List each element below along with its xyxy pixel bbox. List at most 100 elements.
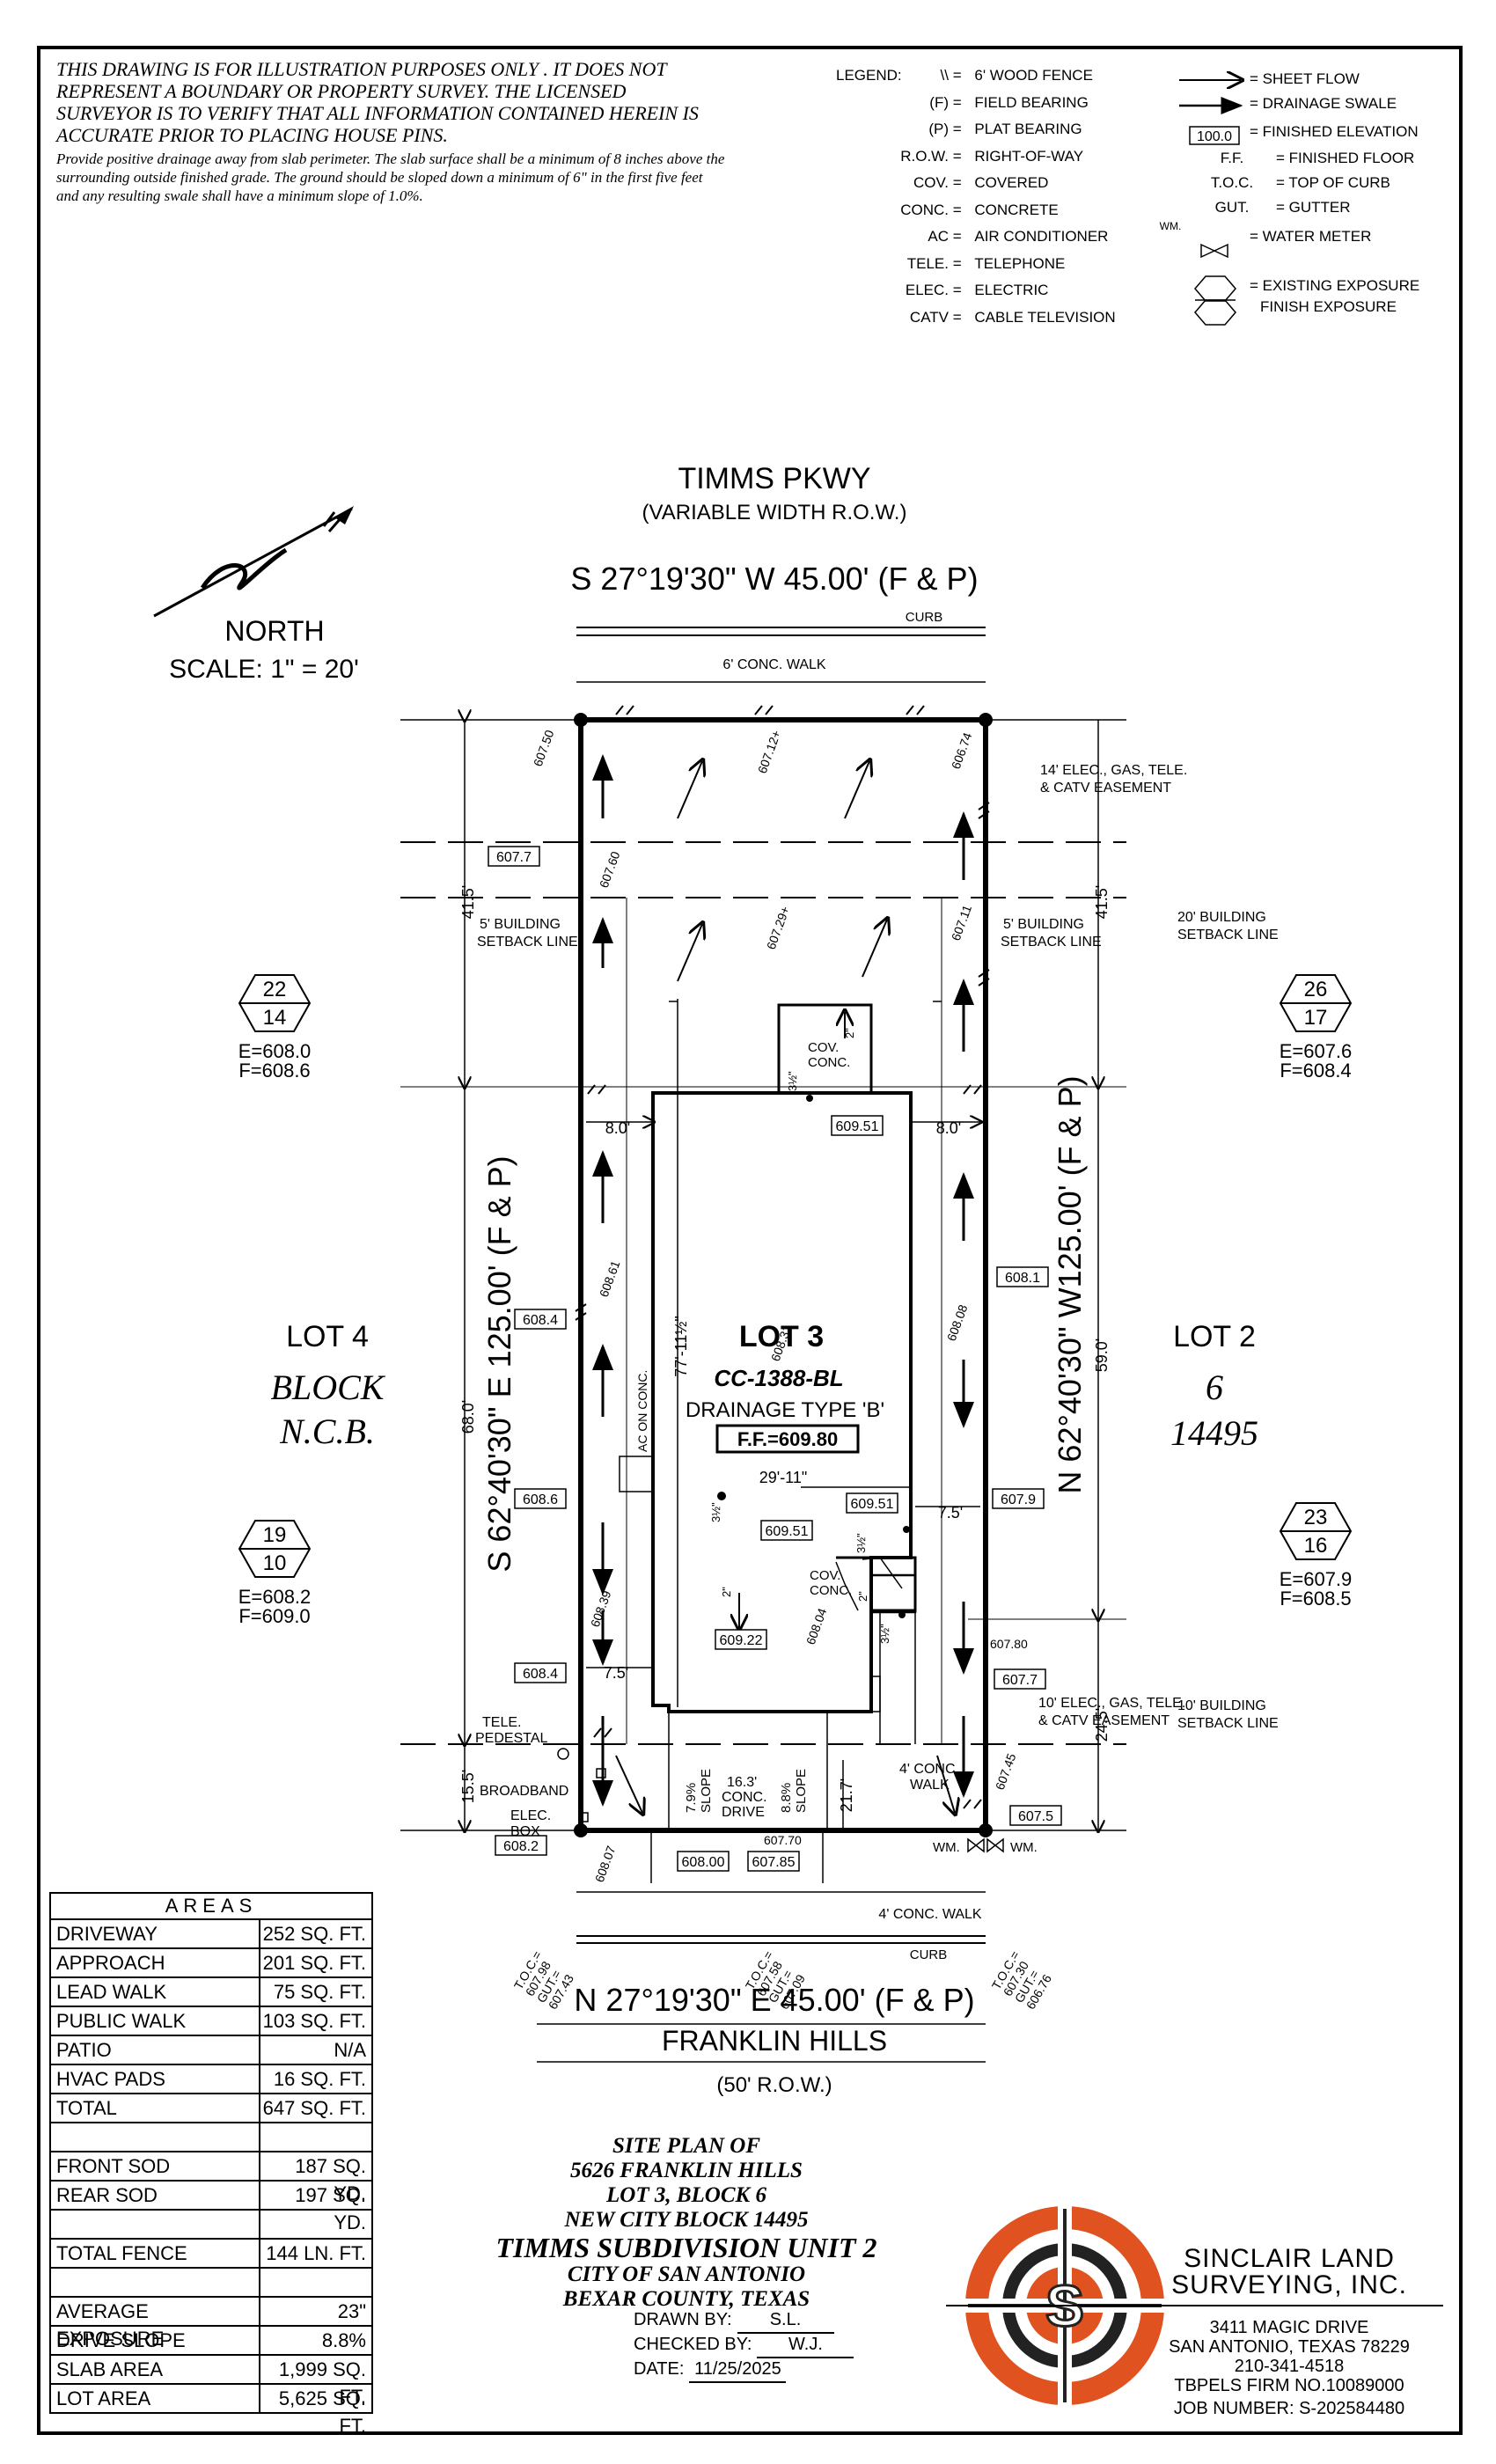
legend-row: R.O.W. = RIGHT-OF-WAY xyxy=(836,148,1083,165)
title-line-7: BEXAR COUNTY, TEXAS xyxy=(562,2287,810,2311)
legend-title: LEGEND: xyxy=(836,67,902,84)
block-right-1: 6 xyxy=(1206,1368,1223,1407)
company-address-1: 3411 MAGIC DRIVE xyxy=(1209,2318,1369,2337)
legend-key: \\ xyxy=(940,67,949,84)
dim-7-left: 7.5' xyxy=(604,1664,628,1682)
title-line-2: 5626 FRANKLIN HILLS xyxy=(570,2159,803,2182)
bearing-right: N 62°40'30" W125.00' (F & P) xyxy=(1052,1075,1088,1493)
walk-top: 6' CONC. WALK xyxy=(722,657,825,672)
exposure-bottom: 17 xyxy=(1304,1006,1328,1030)
company-logo-icon: S xyxy=(959,2200,1170,2411)
broadband-box-icon xyxy=(596,1768,606,1778)
dim-59: 59.0' xyxy=(1093,1338,1111,1372)
legend-key: TELE. xyxy=(906,254,949,272)
area-name: DRIVE SLOPE xyxy=(51,2327,260,2354)
drawn-by-row: DRAWN BY:S.L. xyxy=(634,2307,854,2334)
spot-elevation: 606.74 xyxy=(949,730,975,771)
date-value: 11/25/2025 xyxy=(689,2357,787,2383)
legend-value: TELEPHONE xyxy=(974,254,1066,272)
elevation-box xyxy=(495,1835,547,1856)
legend-value: 6' WOOD FENCE xyxy=(974,67,1093,84)
exposure-f: F=608.6 xyxy=(238,1060,310,1082)
legend-equals: = xyxy=(949,121,966,137)
legend-value: FINISH EXPOSURE xyxy=(1260,298,1397,315)
bearing-bottom: N 27°19'30" E 45.00' (F & P) xyxy=(574,1982,974,2018)
areas-title: AREAS xyxy=(51,1894,371,1920)
legend-row: = EXISTING EXPOSURE xyxy=(1250,277,1419,295)
north-arrow-icon xyxy=(153,506,354,618)
easement-bottom: 10' ELEC., GAS, TELE.& CATV EASEMENT xyxy=(1038,1696,1185,1728)
drainage-type: DRAINAGE TYPE 'B' xyxy=(686,1398,884,1422)
water-meter-icon xyxy=(967,1837,1004,1853)
area-value: 23" xyxy=(337,2300,366,2322)
title-line-5: TIMMS SUBDIVISION UNIT 2 xyxy=(495,2232,877,2263)
legend-key: ELEC. xyxy=(905,282,949,298)
legend-value: AIR CONDITIONER xyxy=(974,228,1109,245)
elevation-box xyxy=(996,1266,1049,1287)
legend-value: = FINISHED FLOOR xyxy=(1276,150,1415,166)
spot-elevation: 607.50 xyxy=(531,728,557,768)
legend-equals: = xyxy=(949,282,966,298)
street-bottom-row: (50' R.O.W.) xyxy=(716,2073,832,2097)
elevation-box xyxy=(514,1488,567,1509)
exposure-f: F=608.4 xyxy=(1280,1060,1351,1082)
exposure-top: 22 xyxy=(263,978,287,1001)
legend-value: = SHEET FLOW xyxy=(1250,70,1360,87)
legend-equals: = xyxy=(949,228,966,245)
drainage-swale-arrows xyxy=(592,754,974,1807)
spot-elevation: 608.61 xyxy=(597,1258,623,1299)
elevation-box xyxy=(831,1115,884,1136)
legend-value: RIGHT-OF-WAY xyxy=(974,147,1084,165)
spot-elevation: 608.39 xyxy=(588,1588,614,1629)
ac-pad xyxy=(619,1456,654,1492)
wm-left: WM. xyxy=(933,1840,960,1855)
lot-right: LOT 2 xyxy=(1173,1320,1256,1353)
area-value: 144 LN. FT. xyxy=(266,2242,366,2264)
disclaimer-body: Provide positive drainage away from slab… xyxy=(56,150,725,204)
elevation-value: 608.00 xyxy=(682,1855,725,1870)
step-2: 3½" xyxy=(709,1502,722,1522)
drive-label: 16.3'CONC.DRIVE xyxy=(722,1775,767,1820)
lot-left: LOT 4 xyxy=(286,1320,369,1353)
area-value: N/A xyxy=(334,2039,366,2061)
legend-row: = SHEET FLOW xyxy=(1250,70,1360,88)
area-name: HVAC PADS xyxy=(51,2065,260,2093)
slope-right: 8.8%SLOPE xyxy=(779,1769,809,1813)
exposure-bottom: 14 xyxy=(263,1006,287,1030)
exposure-top: 19 xyxy=(263,1523,287,1547)
drawing-frame xyxy=(37,46,1463,2435)
spot-elevation: 607.29+ xyxy=(764,905,792,951)
elevation-value: 608.1 xyxy=(1005,1271,1040,1286)
legend-row: WM.= WATER METER xyxy=(1160,220,1372,246)
street-bottom: FRANKLIN HILLS xyxy=(662,2025,887,2057)
spot-elevation: 608.07 xyxy=(592,1844,619,1884)
legend-key: (F) xyxy=(929,93,949,111)
company-address-2: SAN ANTONIO, TEXAS 78229 xyxy=(1169,2337,1410,2357)
elevation-value: 607.7 xyxy=(1002,1673,1038,1688)
step-4: 3½" xyxy=(878,1624,891,1644)
elevation-box xyxy=(760,1520,813,1541)
legend-row: T.O.C.= TOP OF CURB xyxy=(1211,174,1390,192)
spot-elevation: 607.11 xyxy=(949,903,974,942)
legend-row: LEGEND: xyxy=(836,67,949,84)
legend-row: COV. = COVERED xyxy=(836,174,1048,192)
spot-elevation: 608.08 xyxy=(944,1302,971,1343)
area-value: 201 SQ. FT. xyxy=(262,1952,366,1974)
area-name: AVERAGE EXPOSURE xyxy=(51,2298,260,2350)
area-name xyxy=(51,2123,260,2151)
cov-conc-front: COV.CONC. xyxy=(808,1040,850,1070)
title-line-4: NEW CITY BLOCK 14495 xyxy=(564,2208,809,2232)
legend-equals: = xyxy=(949,308,966,326)
legend-equals: = xyxy=(949,174,966,191)
area-name xyxy=(51,2269,260,2296)
spot-elevation: 607.60 xyxy=(597,849,623,890)
elevation-box xyxy=(1009,1805,1062,1826)
